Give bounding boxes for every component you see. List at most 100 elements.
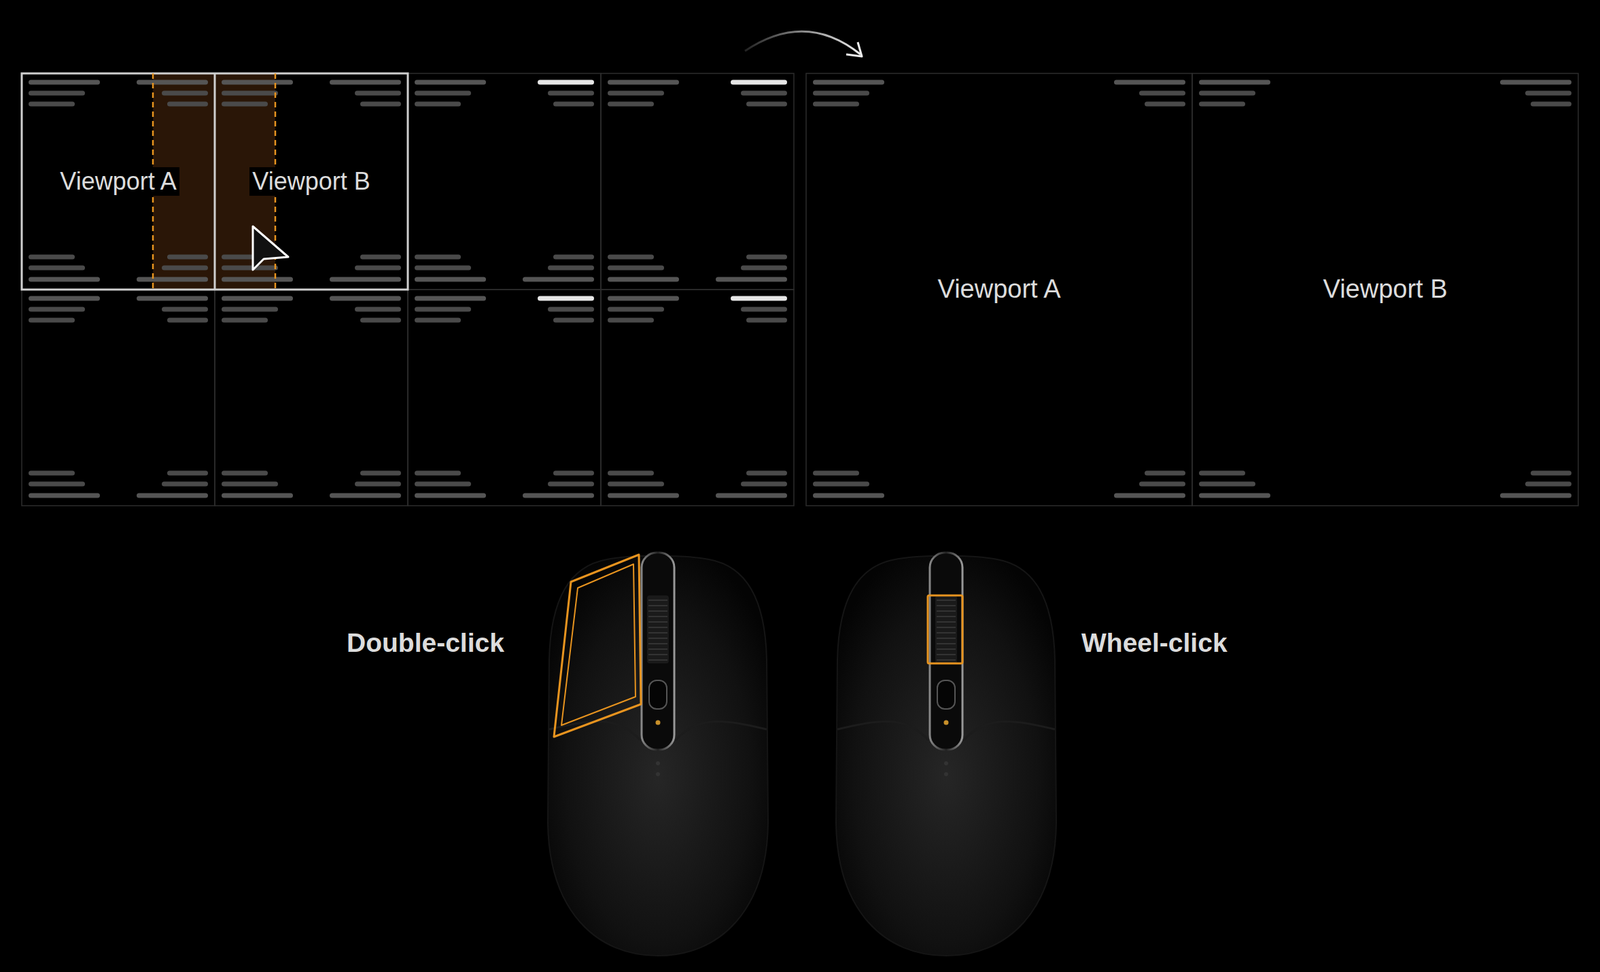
- placeholder-bar: [1144, 471, 1186, 476]
- placeholder-bar: [360, 254, 402, 260]
- placeholder-bar: [740, 91, 788, 96]
- mouse-cursor: [252, 226, 289, 270]
- placeholder-bar: [730, 80, 788, 85]
- placeholder-bar: [28, 296, 100, 302]
- placeholder-bar: [28, 277, 100, 283]
- placeholder-bar: [537, 296, 595, 302]
- placeholder-bar: [1525, 481, 1572, 487]
- placeholder-bar: [812, 80, 885, 85]
- placeholder-bar: [740, 307, 788, 312]
- viewport-label: Viewport A: [935, 274, 1064, 305]
- panel-border: [1192, 73, 1579, 506]
- transition-arrow: [744, 31, 861, 55]
- placeholder-bar: [28, 80, 100, 85]
- selection-divider: [214, 73, 217, 290]
- placeholder-bar: [730, 296, 788, 302]
- placeholder-bar: [28, 265, 85, 271]
- viewport-label: Viewport B: [249, 167, 373, 196]
- placeholder-bar: [28, 481, 85, 487]
- placeholder-bar: [329, 493, 402, 499]
- placeholder-bar: [414, 471, 461, 476]
- placeholder-bar: [1525, 91, 1572, 96]
- viewport-cell: [600, 73, 794, 290]
- placeholder-bar: [414, 481, 472, 487]
- placeholder-bar: [221, 254, 268, 260]
- placeholder-bar: [1198, 101, 1246, 107]
- mouse-left: [547, 552, 769, 956]
- placeholder-bar: [553, 471, 595, 476]
- action-label: Double-click: [346, 628, 505, 658]
- placeholder-bar: [812, 471, 860, 476]
- placeholder-bar: [360, 101, 402, 107]
- placeholder-bar: [28, 471, 75, 476]
- placeholder-bar: [812, 91, 870, 96]
- placeholder-bar: [547, 265, 595, 271]
- placeholder-bar: [28, 493, 100, 499]
- placeholder-bar: [354, 307, 402, 312]
- placeholder-bar: [221, 80, 293, 85]
- placeholder-bar: [1114, 493, 1186, 499]
- placeholder-bar: [414, 493, 486, 499]
- placeholder-bar: [553, 318, 595, 323]
- cell-border: [21, 289, 215, 506]
- placeholder-bar: [607, 318, 654, 323]
- placeholder-bar: [607, 265, 665, 271]
- placeholder-bar: [1530, 471, 1572, 476]
- placeholder-bar: [607, 493, 680, 499]
- placeholder-bar: [28, 91, 85, 96]
- cell-border: [21, 73, 215, 290]
- placeholder-bar: [1198, 493, 1271, 499]
- viewport-cell: [21, 73, 215, 290]
- viewport-cell: [214, 289, 408, 506]
- placeholder-bar: [136, 277, 208, 283]
- placeholder-bar: [746, 471, 788, 476]
- cell-border: [214, 73, 408, 290]
- placeholder-bar: [136, 296, 208, 302]
- viewport-box: Viewport B: [214, 73, 408, 290]
- placeholder-bar: [329, 296, 402, 302]
- placeholder-bar: [221, 296, 293, 302]
- cell-border: [407, 289, 601, 506]
- viewport-cell: [407, 73, 601, 290]
- placeholder-bar: [414, 277, 486, 283]
- placeholder-bar: [221, 265, 278, 271]
- placeholder-bar: [221, 481, 278, 487]
- placeholder-bar: [136, 80, 208, 85]
- selection-outline: [21, 73, 408, 290]
- placeholder-bar: [1144, 101, 1186, 107]
- placeholder-bar: [167, 318, 208, 323]
- placeholder-bar: [1500, 80, 1572, 85]
- placeholder-bar: [28, 318, 75, 323]
- placeholder-bar: [161, 91, 208, 96]
- placeholder-bar: [414, 101, 461, 107]
- wheel-highlight: [927, 595, 963, 664]
- placeholder-bar: [221, 91, 278, 96]
- placeholder-bar: [161, 481, 208, 487]
- mouse-right: [836, 552, 1057, 956]
- placeholder-bar: [1139, 91, 1186, 96]
- viewport-label: Viewport A: [57, 167, 179, 196]
- placeholder-bar: [812, 493, 885, 499]
- placeholder-bar: [740, 265, 788, 271]
- viewport-box: Viewport A: [21, 73, 215, 290]
- placeholder-bar: [414, 254, 461, 260]
- placeholder-bar: [167, 471, 208, 476]
- placeholder-bar: [746, 318, 788, 323]
- viewport-panel: [806, 73, 1193, 506]
- placeholder-bar: [607, 481, 665, 487]
- placeholder-bar: [28, 307, 85, 312]
- placeholder-bar: [1500, 493, 1572, 499]
- viewport-cell: [407, 289, 601, 506]
- placeholder-bar: [607, 254, 654, 260]
- placeholder-bar: [1198, 471, 1246, 476]
- placeholder-bar: [354, 91, 402, 96]
- placeholder-bar: [1530, 101, 1572, 107]
- placeholder-bar: [414, 296, 486, 302]
- placeholder-bar: [553, 101, 595, 107]
- placeholder-bar: [221, 277, 293, 283]
- placeholder-bar: [167, 101, 208, 107]
- cell-border: [214, 289, 408, 506]
- placeholder-bar: [354, 265, 402, 271]
